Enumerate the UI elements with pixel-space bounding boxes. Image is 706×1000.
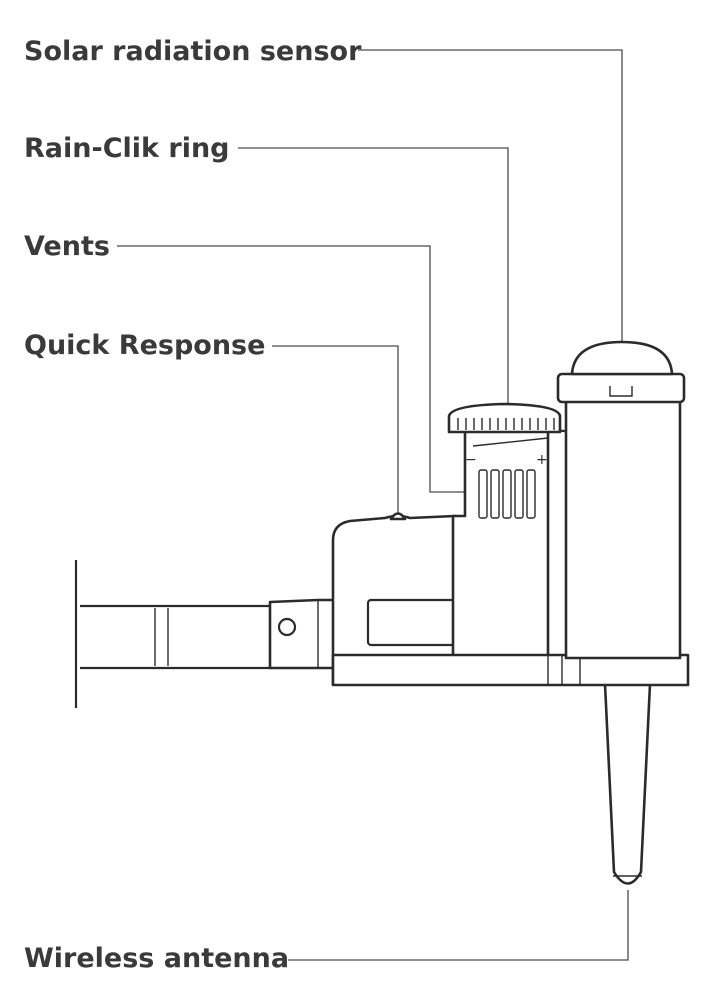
quick-response-button (389, 512, 407, 521)
vents-leader-line (117, 245, 478, 493)
vents-label: Vents (24, 231, 110, 262)
rain-ring-leader-line (238, 147, 509, 404)
ring-plus-symbol: + (536, 452, 548, 468)
solar-radiation-sensor-label: Solar radiation sensor (24, 36, 362, 67)
quick-response-label: Quick Response (24, 330, 266, 361)
wireless-antenna-label: Wireless antenna (24, 943, 290, 974)
wireless-antenna (603, 682, 652, 885)
quick-response-leader-line (272, 345, 399, 514)
ring-minus-symbol: − (465, 452, 477, 468)
solar-radiation-sensor-dome (570, 340, 674, 376)
solar-sensor-leader-line (358, 49, 623, 342)
mounting-pole (74, 560, 272, 708)
sensor-tower (556, 372, 686, 660)
rain-clik-ring-label: Rain-Clik ring (24, 133, 230, 164)
antenna-leader-line (288, 890, 629, 961)
vents (478, 469, 536, 519)
main-housing (331, 428, 690, 687)
rain-clik-ring (447, 402, 562, 447)
